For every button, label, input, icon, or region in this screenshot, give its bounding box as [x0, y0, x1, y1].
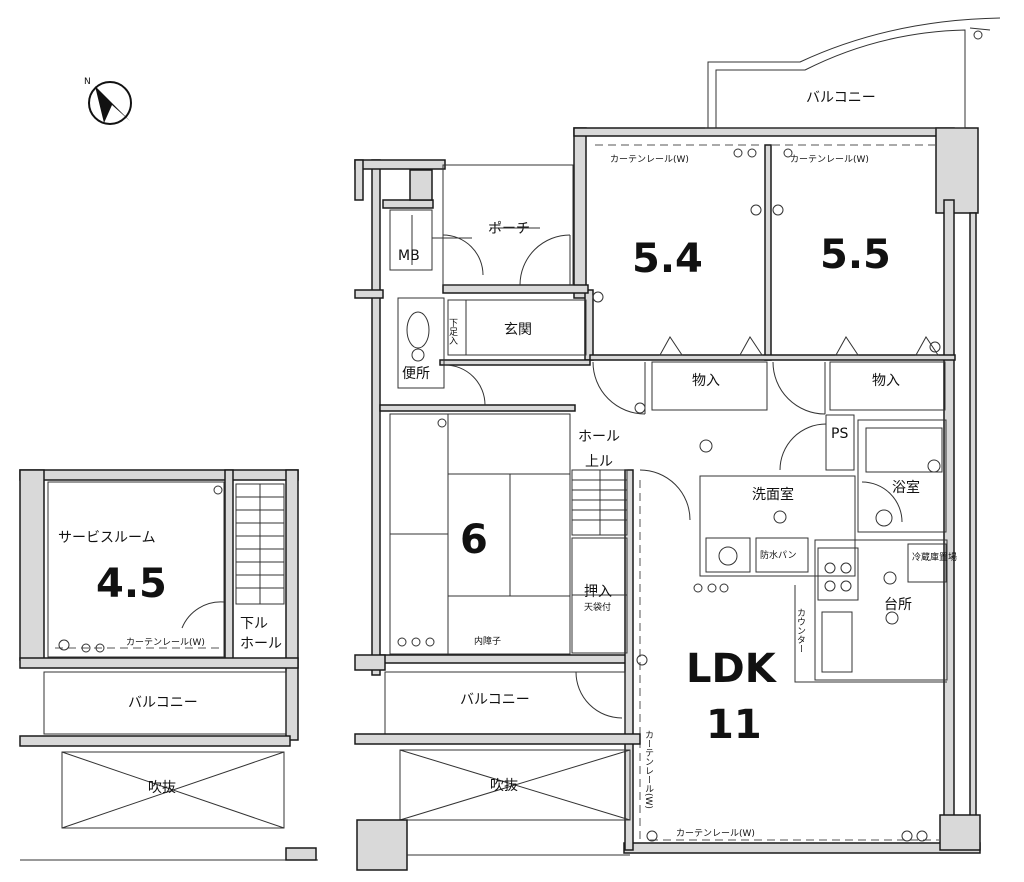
fridge-label: 冷蔵庫置場 [912, 551, 957, 563]
inner-shoji-label: 内障子 [474, 635, 501, 647]
up-label: 上ル [585, 454, 613, 470]
pipe-space: PS [779, 414, 855, 471]
toilet-label: 便所 [402, 366, 430, 382]
hall-stairs-up: ホール 上ル [571, 402, 713, 536]
storage-label-1: 物入 [692, 373, 720, 389]
north-label: N [84, 77, 91, 87]
north-arrow-icon: N [84, 77, 132, 125]
porch-label: ポーチ [488, 221, 530, 237]
bath-label: 浴室 [892, 479, 920, 496]
room-5-5-size: 5.5 [820, 232, 891, 278]
curtain-rail-label: カーテンレール(W) [610, 154, 689, 165]
counter-label: カウンター [795, 608, 806, 653]
room-5-5: カーテンレール(W) 5.5 [772, 144, 941, 356]
curtain-rail-service: カーテンレール(W) [126, 637, 205, 648]
porch-entrance: ポーチ 玄関 下足入 MB [389, 164, 587, 356]
closet-note: 天袋付 [584, 601, 611, 613]
room-5-4-size: 5.4 [632, 236, 703, 282]
balcony-top: バルコニー [705, 17, 1001, 129]
balcony-left-label: バルコニー [128, 695, 198, 711]
room-5-4: カーテンレール(W) 5.4 [592, 144, 765, 356]
service-room-size: 4.5 [96, 561, 167, 607]
storage-label-2: 物入 [872, 373, 900, 389]
kitchen: 冷蔵庫置場 台所 カウンター [794, 539, 957, 683]
down-label: 下ル [240, 616, 268, 632]
ldk-label: LDK [686, 646, 778, 692]
balcony-top-label: バルコニー [806, 90, 876, 106]
japanese-room-size: 6 [460, 517, 488, 563]
curtain-rail-ldk-v: カーテンレール(W) [643, 730, 654, 809]
ps-label: PS [831, 426, 848, 442]
ldk-size: 11 [706, 702, 762, 748]
shoes-label: 下足入 [447, 318, 458, 345]
kitchen-label: 台所 [884, 597, 912, 613]
balcony-mid: バルコニー 吹抜 [354, 671, 641, 871]
toilet-room: 便所 [397, 297, 486, 406]
void-left-label: 吹抜 [148, 780, 176, 796]
ldk-room: LDK 11 カーテンレール(W) カーテンレール(W) [636, 480, 940, 842]
entrance-label: 玄関 [504, 321, 532, 338]
main-unit-walls [354, 127, 981, 854]
japanese-room-6: 6 内障子 [389, 413, 571, 655]
curtain-rail-label-2: カーテンレール(W) [790, 154, 869, 165]
washroom-label: 洗面室 [752, 486, 794, 503]
closet-label: 押入 [584, 584, 612, 600]
mb-label: MB [398, 248, 420, 264]
washroom: 洗面室 防水パン [693, 475, 856, 593]
hall-lower-label: ホール [240, 636, 282, 652]
hall-label: ホール [578, 429, 620, 445]
storage-closets: 物入 物入 [592, 361, 946, 415]
service-room-label: サービスルーム [58, 530, 156, 546]
curtain-rail-ldk-h: カーテンレール(W) [676, 828, 755, 839]
void-label: 吹抜 [490, 778, 518, 794]
closet-oshiire: 押入 天袋付 [571, 537, 628, 654]
waterproof-pan-label: 防水パン [760, 549, 796, 561]
bathroom: 浴室 [857, 419, 947, 533]
balcony-mid-label: バルコニー [460, 692, 530, 708]
service-room-unit: サービスルーム 4.5 カーテンレール(W) 下ル ホール バルコニー 吹抜 [19, 469, 318, 861]
